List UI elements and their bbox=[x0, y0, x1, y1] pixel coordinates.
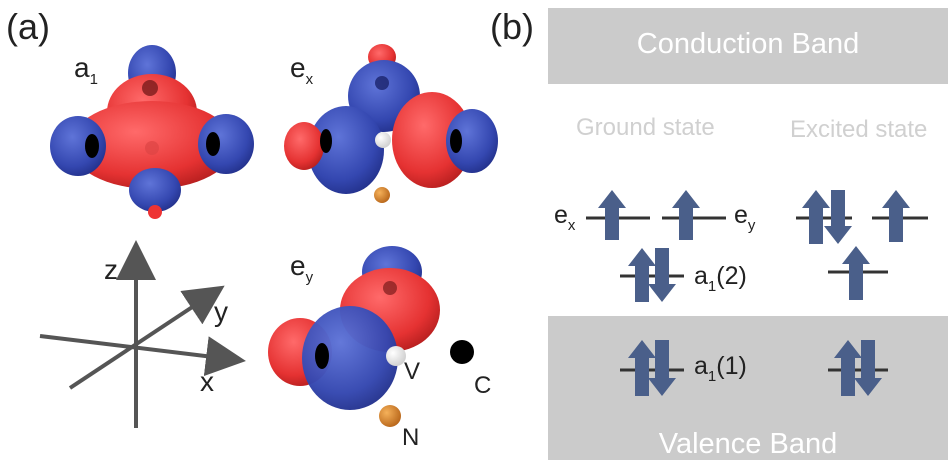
coordinate-axes bbox=[39, 240, 246, 428]
a1-1-suffix: (1) bbox=[716, 352, 747, 380]
ex-level-label: ex bbox=[554, 201, 575, 234]
a1-1-main: a bbox=[694, 352, 708, 380]
ex-orbital-label: ex bbox=[290, 52, 313, 88]
valence-band-label: Valence Band bbox=[658, 428, 838, 460]
conduction-band: Conduction Band bbox=[548, 8, 948, 84]
valence-band: Valence Band bbox=[548, 316, 948, 460]
panel-b-label: (b) bbox=[490, 6, 534, 47]
a1-2-sub: 1 bbox=[707, 278, 717, 295]
a1-main: a bbox=[74, 52, 90, 83]
ey-orbital bbox=[268, 246, 474, 427]
ex-main: e bbox=[290, 52, 306, 83]
ey-orbital-label: ey bbox=[290, 250, 313, 286]
y-axis-label: y bbox=[214, 296, 228, 327]
carbon-label: C bbox=[474, 372, 492, 399]
ey-level-main: e bbox=[734, 201, 748, 229]
ex-level-main: e bbox=[554, 201, 568, 229]
a1-1-level-label: a1(1) bbox=[694, 352, 747, 385]
vacancy-label: V bbox=[404, 358, 421, 385]
x-axis-label: x bbox=[200, 366, 214, 397]
a1-2-main: a bbox=[694, 262, 708, 290]
a1-sub: 1 bbox=[89, 71, 98, 88]
ground-state-title: Ground state bbox=[576, 114, 715, 141]
panel-a-label: (a) bbox=[6, 6, 50, 47]
a1-1-sub: 1 bbox=[707, 368, 717, 385]
ey-sub: y bbox=[305, 269, 314, 286]
ey-level-label: ey bbox=[734, 201, 755, 234]
a1-2-level-label: a1(2) bbox=[694, 262, 747, 295]
a1-orbital-label: a1 bbox=[74, 52, 98, 88]
nitrogen-label: N bbox=[402, 424, 420, 451]
ey-main: e bbox=[290, 250, 306, 281]
excited-state-title: Excited state bbox=[790, 116, 928, 143]
z-axis-label: z bbox=[104, 254, 118, 285]
a1-orbital bbox=[50, 45, 254, 219]
ex-sub: x bbox=[305, 71, 314, 88]
ex-level-sub: x bbox=[567, 217, 576, 234]
ex-orbital bbox=[284, 44, 498, 203]
ey-level-sub: y bbox=[747, 217, 756, 234]
a1-2-suffix: (2) bbox=[716, 262, 747, 290]
conduction-band-label: Conduction Band bbox=[636, 28, 860, 60]
